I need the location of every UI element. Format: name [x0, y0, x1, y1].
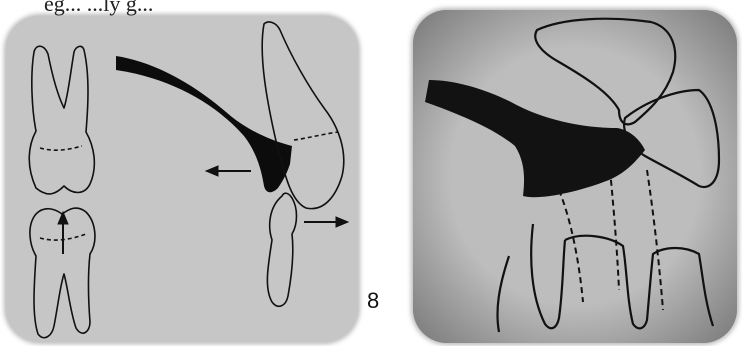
figure-number: 8: [367, 288, 379, 314]
clasp-arm-shape: [116, 56, 292, 192]
right-photo-panel: [413, 10, 737, 343]
lateral-force-arrow-left-icon: [206, 166, 251, 176]
abutment-tooth-cej-line: [294, 132, 338, 140]
left-illustration-panel: [6, 16, 358, 342]
right-diagram: [413, 10, 737, 343]
upper-molar-outline: [29, 46, 94, 194]
upper-molar-cej-line: [40, 146, 82, 150]
left-diagram: [6, 16, 358, 342]
lateral-force-arrow-right-icon: [304, 217, 348, 227]
occlusal-force-arrow-icon: [58, 212, 68, 254]
lower-premolar-outline: [267, 193, 296, 306]
top-caption-fragment: eg... ...ly g...: [44, 0, 153, 17]
